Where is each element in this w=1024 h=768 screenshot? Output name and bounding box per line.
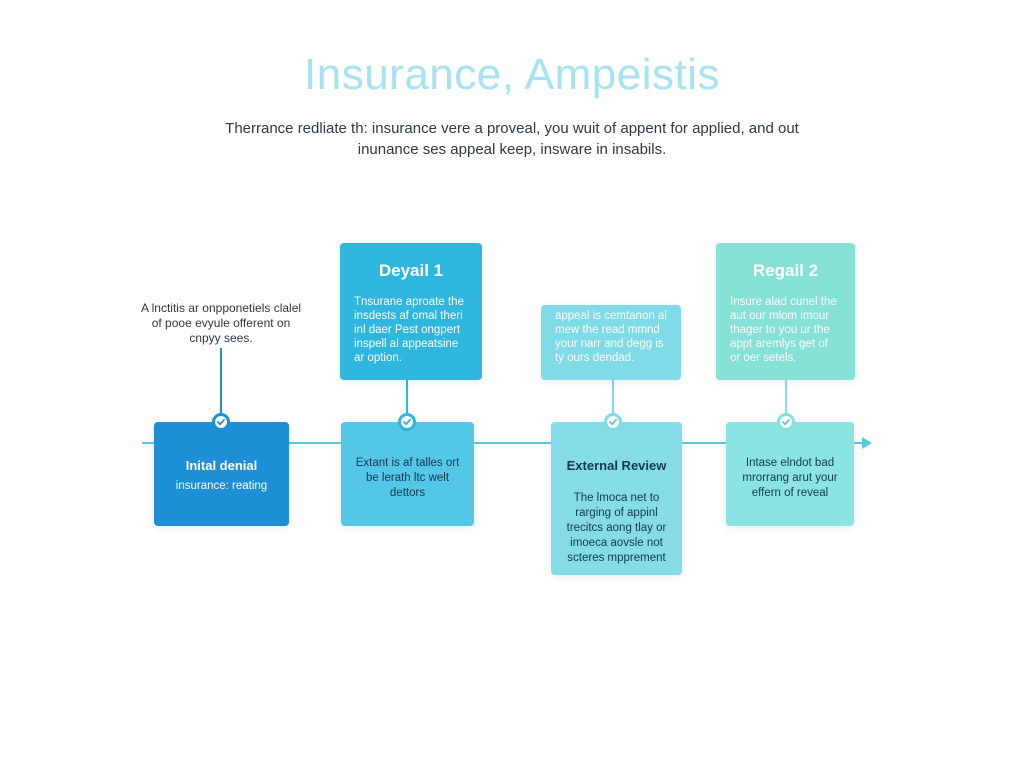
step-card-top-2: appeal is cemtanon al mew the read mmnd … bbox=[541, 305, 681, 380]
step-card-text: Extant is af talles ort be lerath ltc we… bbox=[355, 457, 460, 499]
check-shield-icon bbox=[604, 413, 622, 431]
step-card-text: Intase elndot bad mrorrang arut your eff… bbox=[742, 457, 838, 499]
annotation-note: A lnctitis ar onpponetiels clalel of poo… bbox=[140, 301, 302, 345]
step-card-text: The lmoca net to rarging of appinl treci… bbox=[566, 492, 667, 564]
step-card-title: External Review bbox=[566, 458, 667, 473]
check-shield-icon bbox=[777, 413, 795, 431]
step-card-title: Deyail 1 bbox=[378, 261, 444, 280]
step-card-bottom-1: Inital denial insurance: reating bbox=[154, 422, 289, 526]
step-card-bottom-3: External Review The lmoca net to rarging… bbox=[551, 422, 682, 575]
step-card-text: appeal is cemtanon al mew the read mmnd … bbox=[555, 310, 667, 364]
step-card-title: Regail 2 bbox=[752, 261, 819, 280]
page-subtitle: Therrance redliate th: insurance vere a … bbox=[225, 120, 799, 158]
step-card-text: Insure alad cunel the aut our mlom imour… bbox=[730, 296, 837, 364]
connector-4 bbox=[785, 380, 787, 414]
connector-2 bbox=[406, 380, 408, 414]
page-title: Insurance, Ampeistis bbox=[304, 50, 720, 99]
timeline-arrow-icon bbox=[862, 437, 872, 449]
step-card-text: insurance: reating bbox=[175, 480, 268, 492]
step-card-top-3: Regail 2 Insure alad cunel the aut our m… bbox=[716, 243, 855, 380]
step-card-title: Inital denial bbox=[185, 458, 258, 473]
step-card-text: Tnsurane aproate the insdests af omal th… bbox=[354, 296, 464, 364]
connector-3 bbox=[612, 380, 614, 414]
step-card-top-1: Deyail 1 Tnsurane aproate the insdests a… bbox=[340, 243, 482, 380]
timeline-line bbox=[142, 442, 866, 444]
connector-1 bbox=[220, 348, 222, 414]
step-card-bottom-4: Intase elndot bad mrorrang arut your eff… bbox=[726, 422, 854, 526]
check-shield-icon bbox=[212, 413, 230, 431]
step-card-bottom-2: Extant is af talles ort be lerath ltc we… bbox=[341, 422, 474, 526]
check-shield-icon bbox=[398, 413, 416, 431]
